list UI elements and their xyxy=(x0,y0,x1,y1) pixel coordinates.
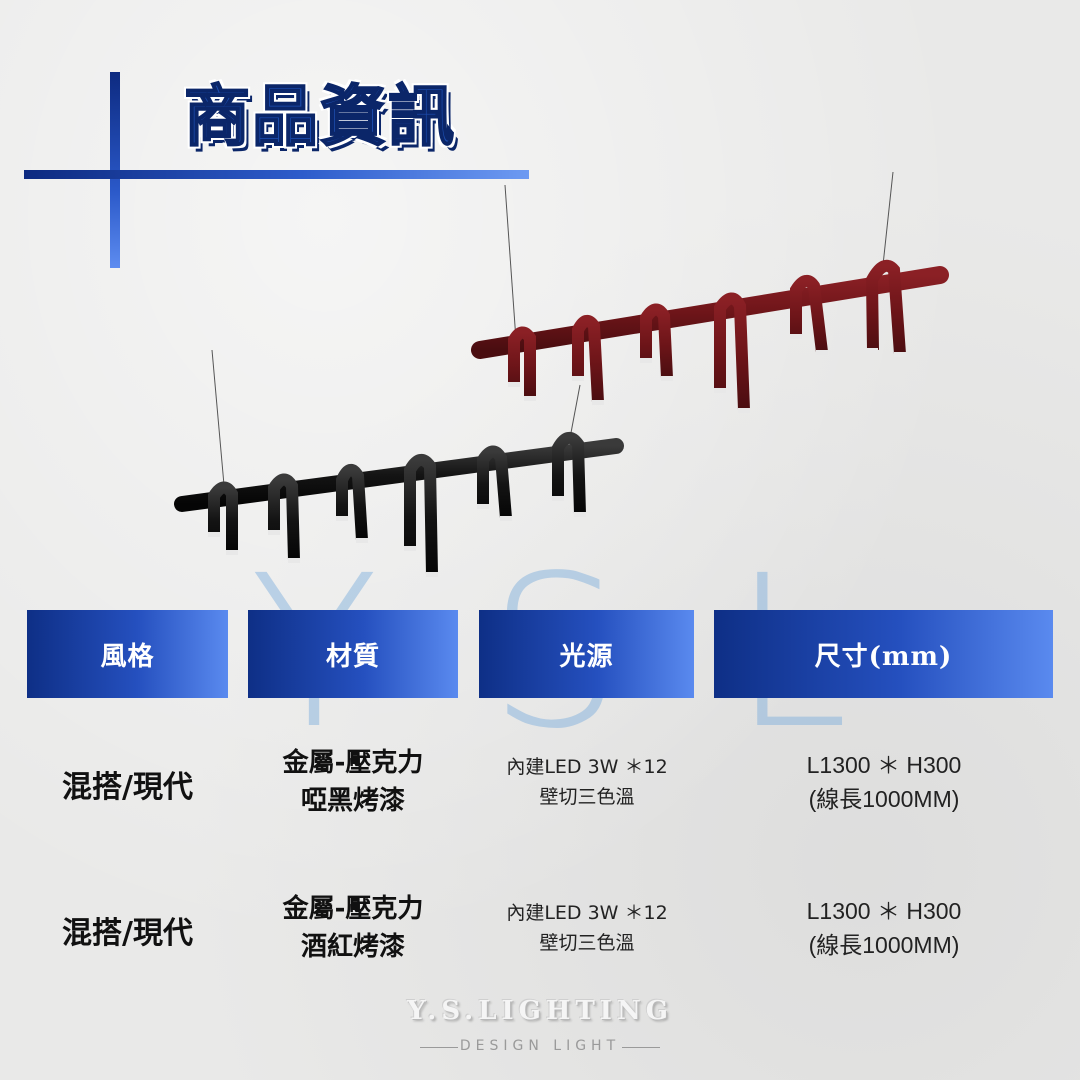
red-lamp xyxy=(471,171,949,413)
header-material: 材質 xyxy=(248,610,458,698)
row1-size: L1300 ＊ H300 (線長1000MM) xyxy=(764,748,1004,816)
product-illustration xyxy=(174,171,949,577)
header-light: 光源 xyxy=(479,610,694,698)
header-style: 風格 xyxy=(27,610,228,698)
row1-light: 內建LED 3W ＊12 壁切三色溫 xyxy=(476,752,698,812)
row2-light: 內建LED 3W ＊12 壁切三色溫 xyxy=(476,898,698,958)
row1-light-line2: 壁切三色溫 xyxy=(539,786,635,808)
row2-light-line2: 壁切三色溫 xyxy=(539,932,635,954)
tagline-divider-right xyxy=(622,1047,660,1048)
row1-light-line1: 內建LED 3W ＊12 xyxy=(506,756,668,778)
row2-light-line1: 內建LED 3W ＊12 xyxy=(506,902,668,924)
black-lamp xyxy=(174,349,624,577)
tagline-divider-left xyxy=(420,1047,458,1048)
row2-size: L1300 ＊ H300 (線長1000MM) xyxy=(764,894,1004,962)
row1-size-line1: L1300 ＊ H300 xyxy=(806,752,962,778)
row1-material-line1: 金屬-壓克力 xyxy=(282,748,424,778)
brand-tagline: DESIGN LIGHT xyxy=(459,1038,621,1054)
header-size: 尺寸(mm) xyxy=(714,610,1053,698)
row2-material: 金屬-壓克力 酒紅烤漆 xyxy=(238,890,468,966)
row1-size-line2: (線長1000MM) xyxy=(808,786,960,812)
page-title: 商品資訊 xyxy=(183,77,456,156)
title-horizontal-bar xyxy=(24,170,529,179)
row2-size-line1: L1300 ＊ H300 xyxy=(806,898,962,924)
row2-material-line1: 金屬-壓克力 xyxy=(282,894,424,924)
row1-style: 混搭/現代 xyxy=(62,770,193,805)
brand-logo: Y.S.LIGHTING xyxy=(407,996,673,1026)
row1-material-line2: 啞黑烤漆 xyxy=(300,786,405,816)
row2-material-line2: 酒紅烤漆 xyxy=(300,932,405,962)
row2-size-line2: (線長1000MM) xyxy=(808,932,960,958)
row2-style: 混搭/現代 xyxy=(62,916,193,951)
row1-material: 金屬-壓克力 啞黑烤漆 xyxy=(238,744,468,820)
